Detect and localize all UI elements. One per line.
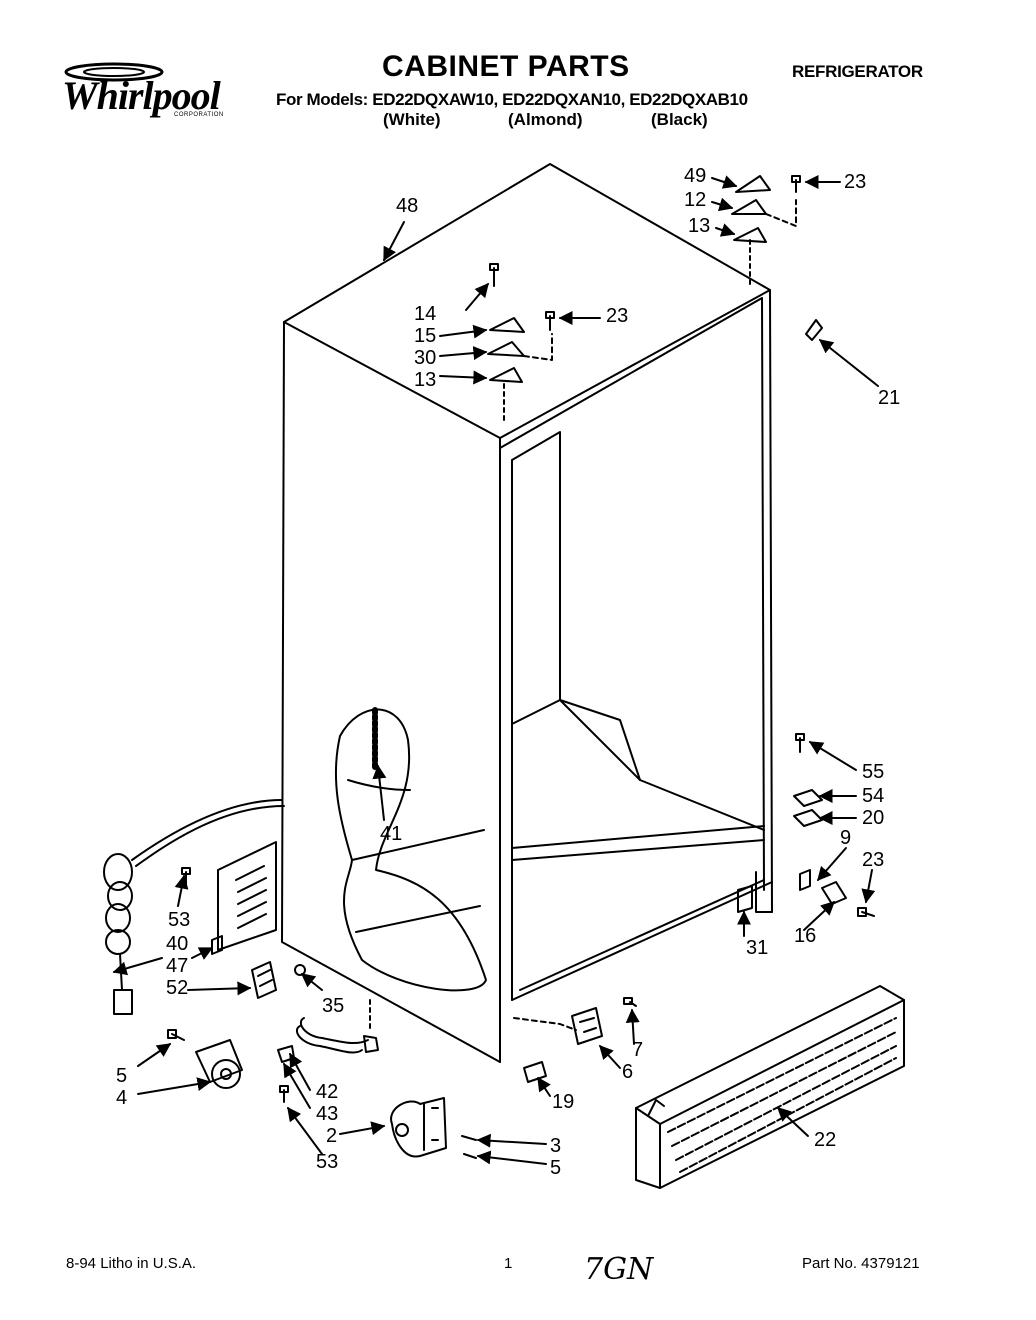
callout-7: 7 <box>632 1039 644 1061</box>
appliance-type: REFRIGERATOR <box>792 62 923 81</box>
callout-35: 35 <box>322 995 345 1017</box>
callout-30: 30 <box>414 347 437 369</box>
callout-5-right: 5 <box>550 1157 562 1179</box>
callout-12: 12 <box>684 189 707 211</box>
logo-subtext: CORPORATION <box>174 112 224 118</box>
callout-14: 14 <box>414 303 437 325</box>
roller-bracket-2 <box>390 1097 477 1159</box>
page-number: 1 <box>504 1255 513 1272</box>
callout-15: 15 <box>414 325 437 347</box>
callout-19: 19 <box>552 1091 575 1113</box>
callout-23-right: 23 <box>862 849 885 871</box>
page-title: CABINET PARTS <box>382 50 630 83</box>
callout-53-upper: 53 <box>168 909 191 931</box>
callout-13-upper: 13 <box>688 215 711 237</box>
callout-22: 22 <box>814 1129 837 1151</box>
callout-20: 20 <box>862 807 885 829</box>
logo-wordmark: Whirlpool <box>62 73 221 118</box>
callout-54: 54 <box>862 785 885 807</box>
litho-note: 8-94 Litho in U.S.A. <box>66 1255 197 1272</box>
callout-2: 2 <box>326 1125 338 1147</box>
power-cord <box>103 799 285 1015</box>
callout-55: 55 <box>862 761 885 783</box>
cabinet-shell <box>281 163 773 1063</box>
callout-43: 43 <box>316 1103 339 1125</box>
bracket-52 <box>251 961 306 999</box>
callout-4: 4 <box>116 1087 128 1109</box>
callout-3: 3 <box>550 1135 562 1157</box>
color-white: (White) <box>383 110 441 129</box>
electrical-box <box>181 841 277 955</box>
whirlpool-logo: Whirlpool CORPORATION <box>54 56 244 126</box>
callout-23-upper: 23 <box>844 171 867 193</box>
caster-4 <box>167 1029 243 1089</box>
logo-swirl-icon <box>64 62 164 82</box>
upper-hinge-right <box>731 175 801 289</box>
model-list: For Models: ED22DQXAW10, ED22DQXAN10, ED… <box>276 90 748 109</box>
callout-49: 49 <box>684 165 707 187</box>
leader-lines <box>112 175 879 1165</box>
base-grille-22 <box>635 985 905 1189</box>
cabinet-cutaway <box>334 707 487 992</box>
callout-31: 31 <box>746 937 769 959</box>
callout-40: 40 <box>166 933 189 955</box>
callout-53-lower: 53 <box>316 1151 339 1173</box>
callout-13-center: 13 <box>414 369 437 391</box>
part-21-clip <box>805 319 823 341</box>
callout-52: 52 <box>166 977 189 999</box>
callout-6: 6 <box>622 1061 634 1083</box>
part-number: Part No. 4379121 <box>802 1255 920 1272</box>
callout-41: 41 <box>380 823 403 845</box>
handwritten-mark: 7GN <box>584 1252 654 1287</box>
callout-42: 42 <box>316 1081 339 1103</box>
upper-hinge-center <box>487 263 555 425</box>
callout-9: 9 <box>840 827 852 849</box>
callout-21: 21 <box>878 387 901 409</box>
callout-23-center: 23 <box>606 305 629 327</box>
callout-5-left: 5 <box>116 1065 128 1087</box>
bracket-6 <box>513 997 637 1083</box>
callout-47: 47 <box>166 955 189 977</box>
color-almond: (Almond) <box>508 110 583 129</box>
color-black: (Black) <box>651 110 708 129</box>
callout-48: 48 <box>396 195 419 217</box>
callout-16: 16 <box>794 925 817 947</box>
